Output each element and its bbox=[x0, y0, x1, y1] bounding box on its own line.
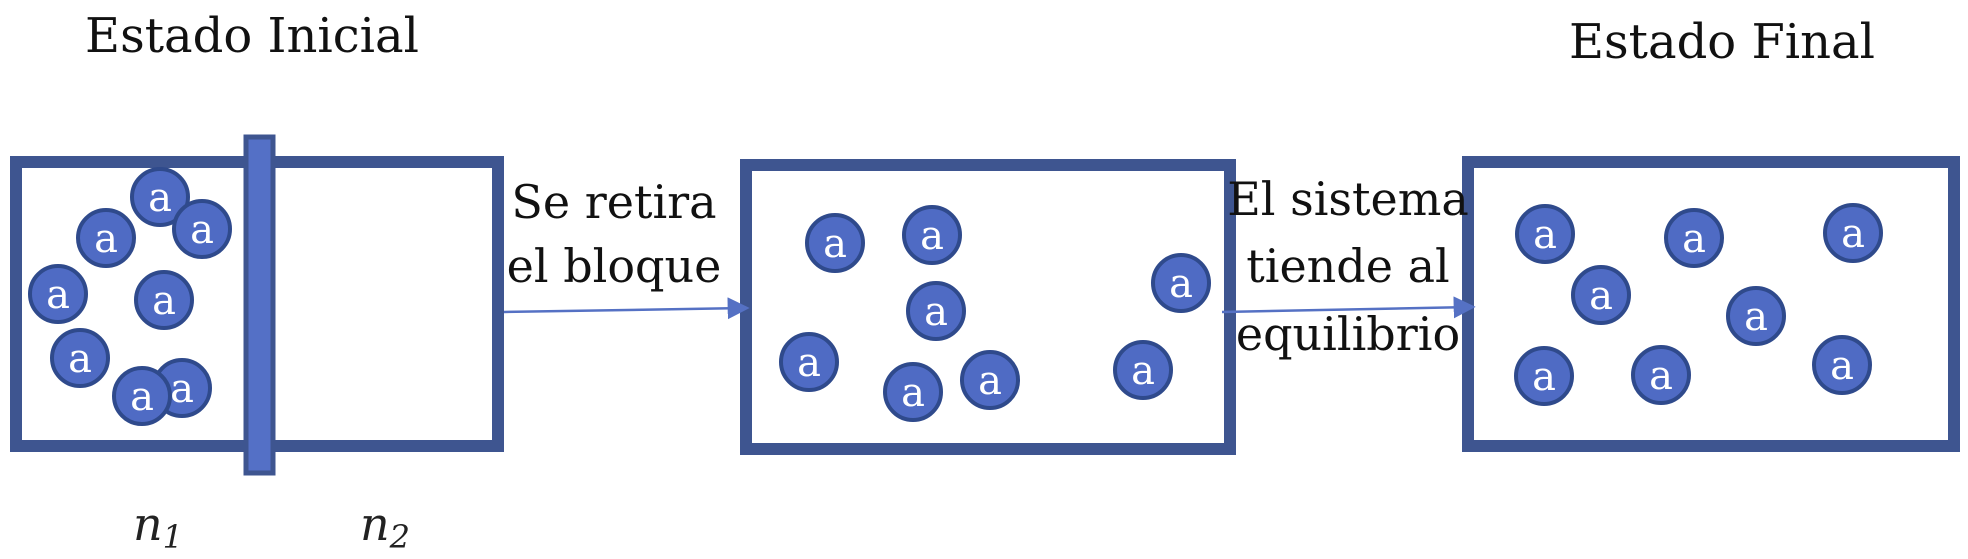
svg-text:a: a bbox=[901, 370, 925, 416]
particle: a bbox=[112, 366, 172, 426]
svg-text:a: a bbox=[1649, 353, 1673, 399]
particle: a bbox=[779, 332, 839, 392]
particle: a bbox=[76, 208, 136, 268]
particle: a bbox=[172, 199, 232, 259]
label-n2-sub: 2 bbox=[389, 518, 410, 556]
particle: a bbox=[883, 362, 943, 422]
svg-text:a: a bbox=[920, 213, 944, 259]
svg-text:a: a bbox=[94, 216, 118, 262]
caption-remove-block-line-1: Se retira bbox=[511, 175, 716, 229]
arrow-equilibrium bbox=[1221, 296, 1476, 319]
svg-text:a: a bbox=[1532, 354, 1556, 400]
particle: a bbox=[1664, 208, 1724, 268]
particle: a bbox=[1515, 204, 1575, 264]
label-n1-base: n bbox=[133, 497, 163, 551]
label-n1: n1 bbox=[133, 497, 183, 556]
caption-equilibrium-line-1: El sistema bbox=[1227, 172, 1469, 226]
svg-text:a: a bbox=[978, 358, 1002, 404]
svg-text:a: a bbox=[797, 340, 821, 386]
particle: a bbox=[1571, 265, 1631, 325]
particle: a bbox=[50, 328, 110, 388]
particle: a bbox=[1151, 253, 1211, 313]
svg-text:a: a bbox=[46, 272, 70, 318]
particle: a bbox=[1113, 340, 1173, 400]
particle: a bbox=[902, 205, 962, 265]
particle: a bbox=[1631, 345, 1691, 405]
particle: a bbox=[130, 167, 190, 227]
particle: a bbox=[1726, 286, 1786, 346]
svg-text:a: a bbox=[148, 175, 172, 221]
particle: a bbox=[1812, 335, 1872, 395]
label-n2: n2 bbox=[360, 497, 410, 556]
svg-text:a: a bbox=[170, 366, 194, 412]
svg-text:a: a bbox=[1744, 294, 1768, 340]
svg-text:a: a bbox=[1131, 348, 1155, 394]
particle: a bbox=[906, 281, 966, 341]
svg-text:a: a bbox=[152, 278, 176, 324]
title-final-state: Estado Final bbox=[1569, 14, 1875, 70]
arrow-remove-block bbox=[503, 297, 750, 320]
caption-remove-block-line-2: el bloque bbox=[507, 239, 722, 293]
svg-text:a: a bbox=[924, 289, 948, 335]
title-initial-state: Estado Inicial bbox=[85, 8, 419, 64]
svg-text:a: a bbox=[1533, 212, 1557, 258]
svg-text:a: a bbox=[190, 207, 214, 253]
svg-text:a: a bbox=[130, 374, 154, 420]
particle: a bbox=[1823, 203, 1883, 263]
caption-equilibrium-line-2: tiende al bbox=[1246, 239, 1449, 293]
partition-block bbox=[243, 134, 276, 476]
svg-text:a: a bbox=[1841, 211, 1865, 257]
particle: a bbox=[805, 213, 865, 273]
label-n2-base: n bbox=[360, 497, 390, 551]
label-n1-sub: 1 bbox=[163, 518, 183, 556]
svg-text:a: a bbox=[1169, 261, 1193, 307]
svg-text:a: a bbox=[1682, 216, 1706, 262]
svg-text:a: a bbox=[823, 221, 847, 267]
svg-text:a: a bbox=[68, 336, 92, 382]
svg-text:a: a bbox=[1589, 273, 1613, 319]
svg-text:a: a bbox=[1830, 343, 1854, 389]
particle: a bbox=[960, 350, 1020, 410]
particle: a bbox=[134, 270, 194, 330]
caption-equilibrium-line-3: equilibrio bbox=[1236, 307, 1460, 361]
particle: a bbox=[28, 264, 88, 324]
particle: a bbox=[1514, 346, 1574, 406]
